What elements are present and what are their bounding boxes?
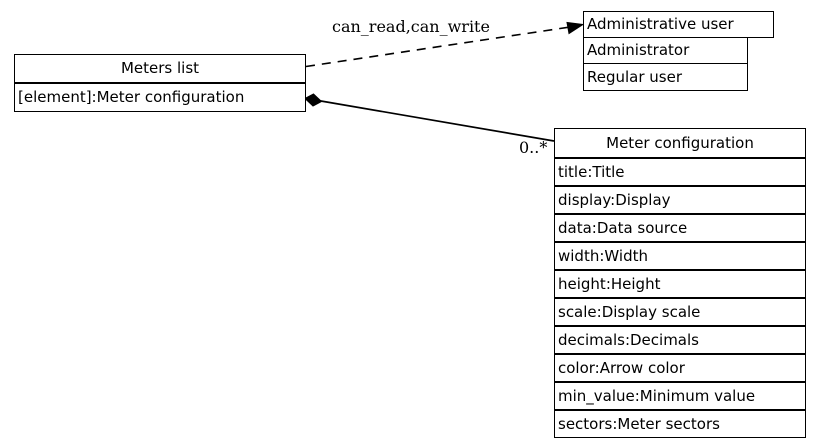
class-attribute-row: Administrator (583, 37, 748, 64)
class-attribute-row: height:Height (554, 270, 806, 298)
class-title-meters-list: Meters list (14, 54, 306, 83)
class-title-meter-configuration: Meter configuration (554, 128, 806, 158)
class-attribute-row: color:Arrow color (554, 354, 806, 382)
edge-label-multiplicity: 0..* (519, 138, 548, 157)
class-attribute-row: width:Width (554, 242, 806, 270)
class-title-administrative-user: Administrative user (583, 11, 774, 38)
class-attribute-row: display:Display (554, 186, 806, 214)
class-attribute-row: scale:Display scale (554, 298, 806, 326)
class-attribute-row: Regular user (583, 63, 748, 91)
class-attribute-row: data:Data source (554, 214, 806, 242)
class-attribute-row: title:Title (554, 158, 806, 186)
edge-label-permissions: can_read,can_write (332, 17, 490, 36)
composition-edge (304, 93, 555, 142)
class-attribute-row: [element]:Meter configuration (14, 83, 306, 112)
class-attribute-row: min_value:Minimum value (554, 382, 806, 410)
class-attribute-row: sectors:Meter sectors (554, 410, 806, 438)
class-attribute-row: decimals:Decimals (554, 326, 806, 354)
